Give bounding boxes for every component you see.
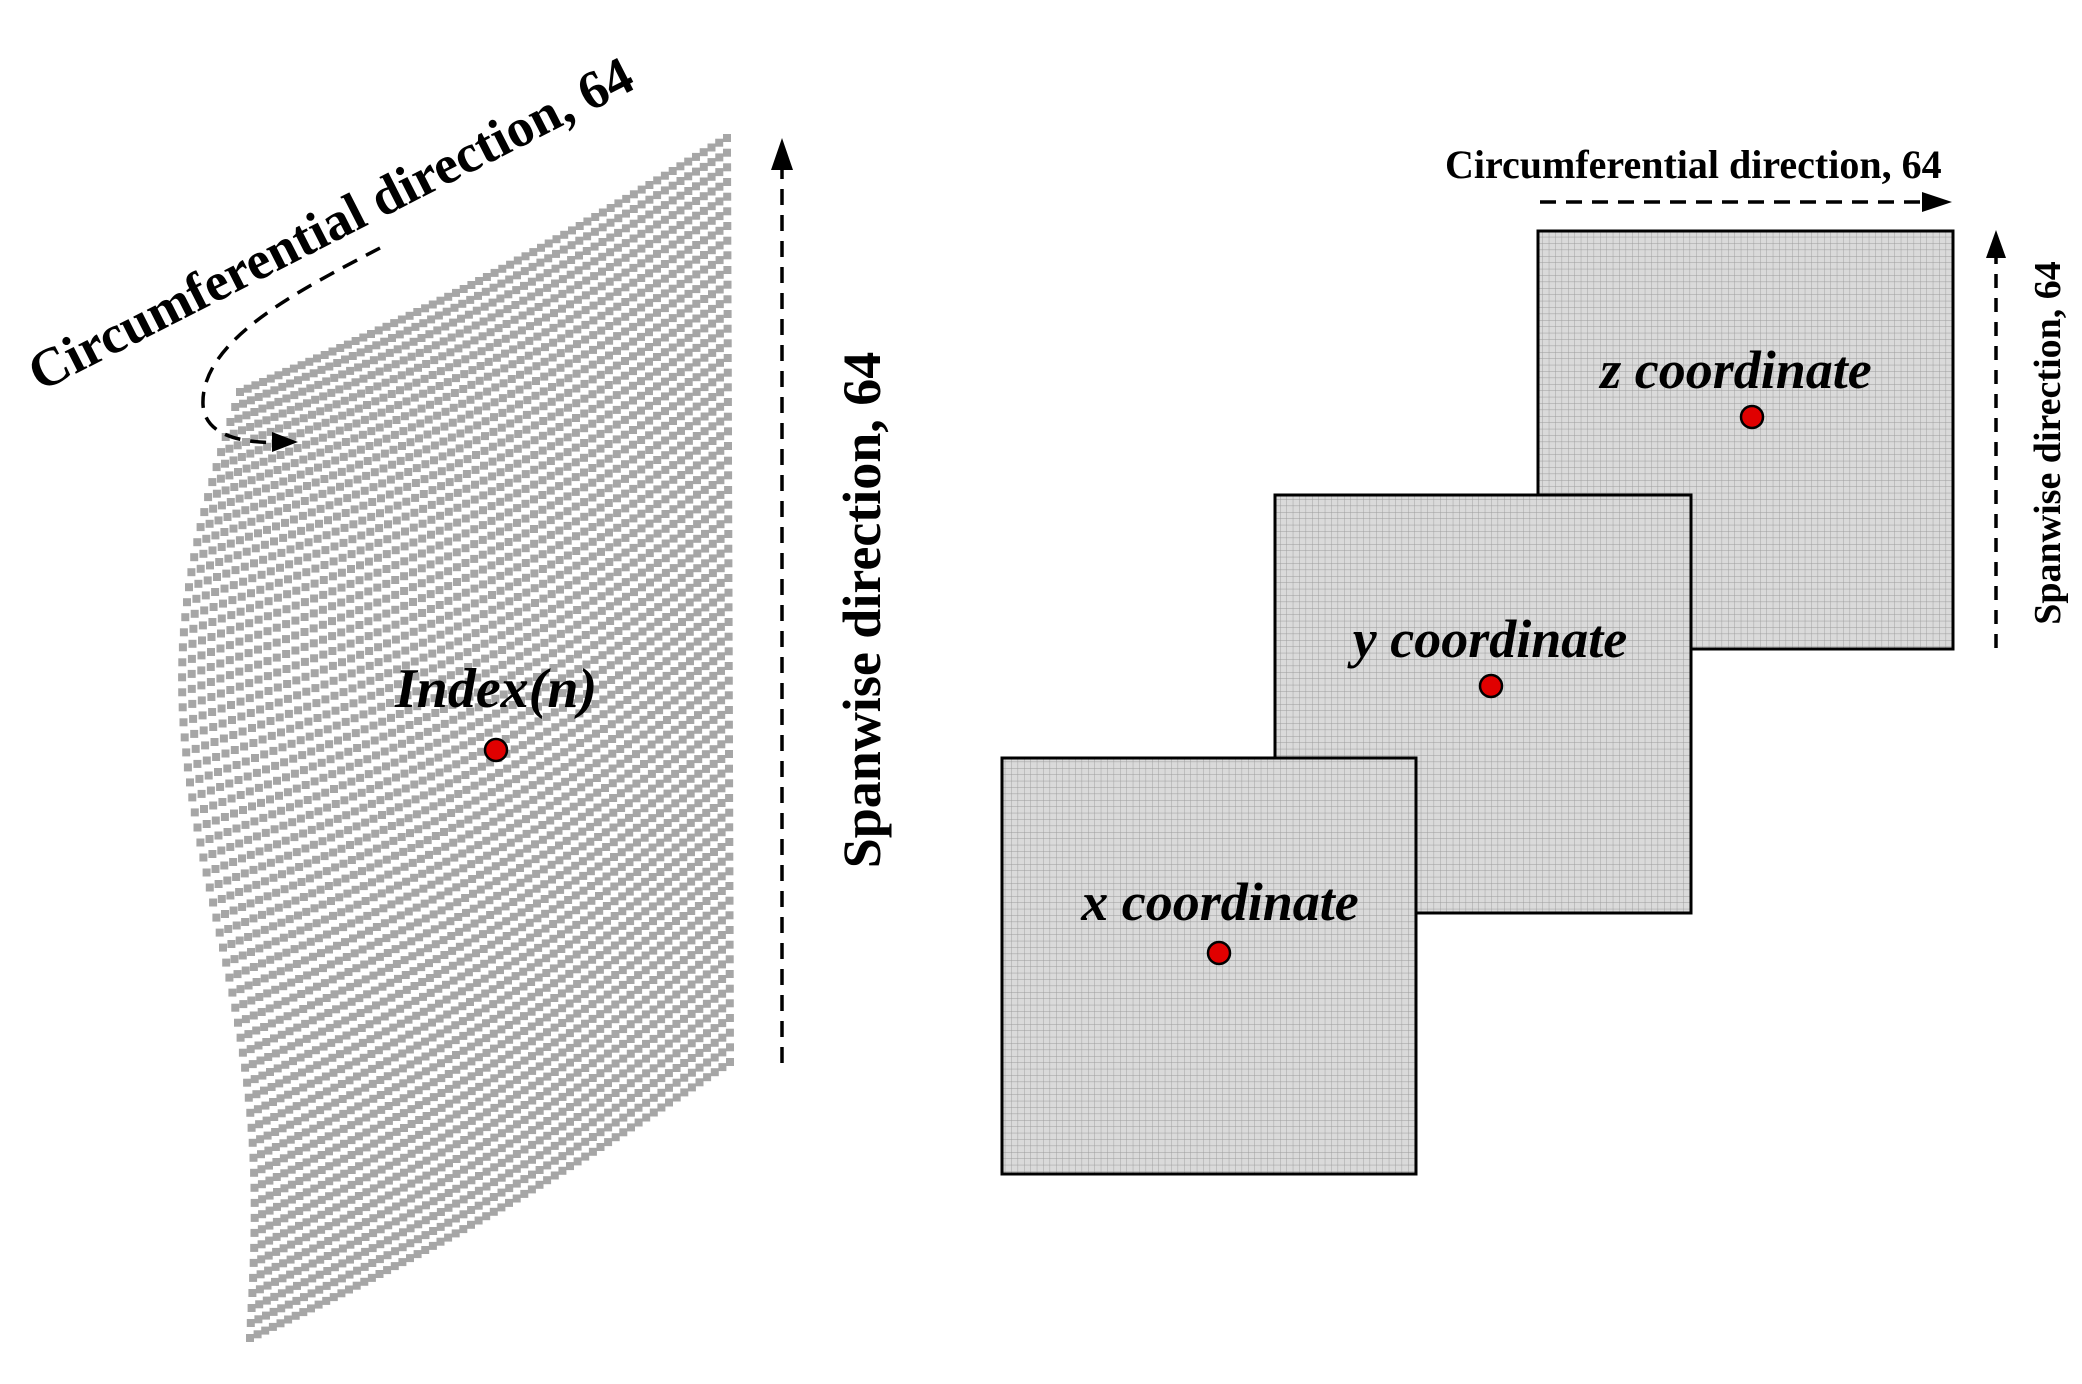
x-coordinate-label: x coordinate	[1080, 872, 1359, 932]
y-coordinate-label: y coordinate	[1347, 609, 1627, 669]
x-coordinate-point	[1206, 940, 1232, 966]
circumferential-arrowhead	[272, 432, 298, 452]
blade-mesh-panel: Circumferential direction, 64 Spanwise d…	[18, 45, 892, 1342]
blade-surface-mesh	[178, 134, 734, 1342]
index-label: Index(n)	[394, 658, 597, 720]
coordinate-grids-panel: Circumferential direction, 64 Spanwise d…	[1000, 142, 2069, 1176]
y-coordinate-point	[1478, 673, 1504, 699]
circumferential-curved-arrow	[201, 246, 381, 445]
x-coordinate-grid: x coordinate	[1000, 756, 1418, 1176]
circumferential-label-right: Circumferential direction, 64	[1445, 142, 1942, 187]
z-coordinate-point	[1739, 404, 1765, 430]
circumferential-arrowhead-right	[1922, 192, 1952, 212]
spanwise-label-right: Spanwise direction, 64	[2027, 261, 2069, 625]
spanwise-arrowhead-left	[771, 138, 793, 170]
spanwise-label-left: Spanwise direction, 64	[832, 352, 892, 869]
index-point	[483, 737, 509, 763]
spanwise-arrowhead-right	[1986, 230, 2006, 258]
z-coordinate-label: z coordinate	[1598, 340, 1872, 400]
